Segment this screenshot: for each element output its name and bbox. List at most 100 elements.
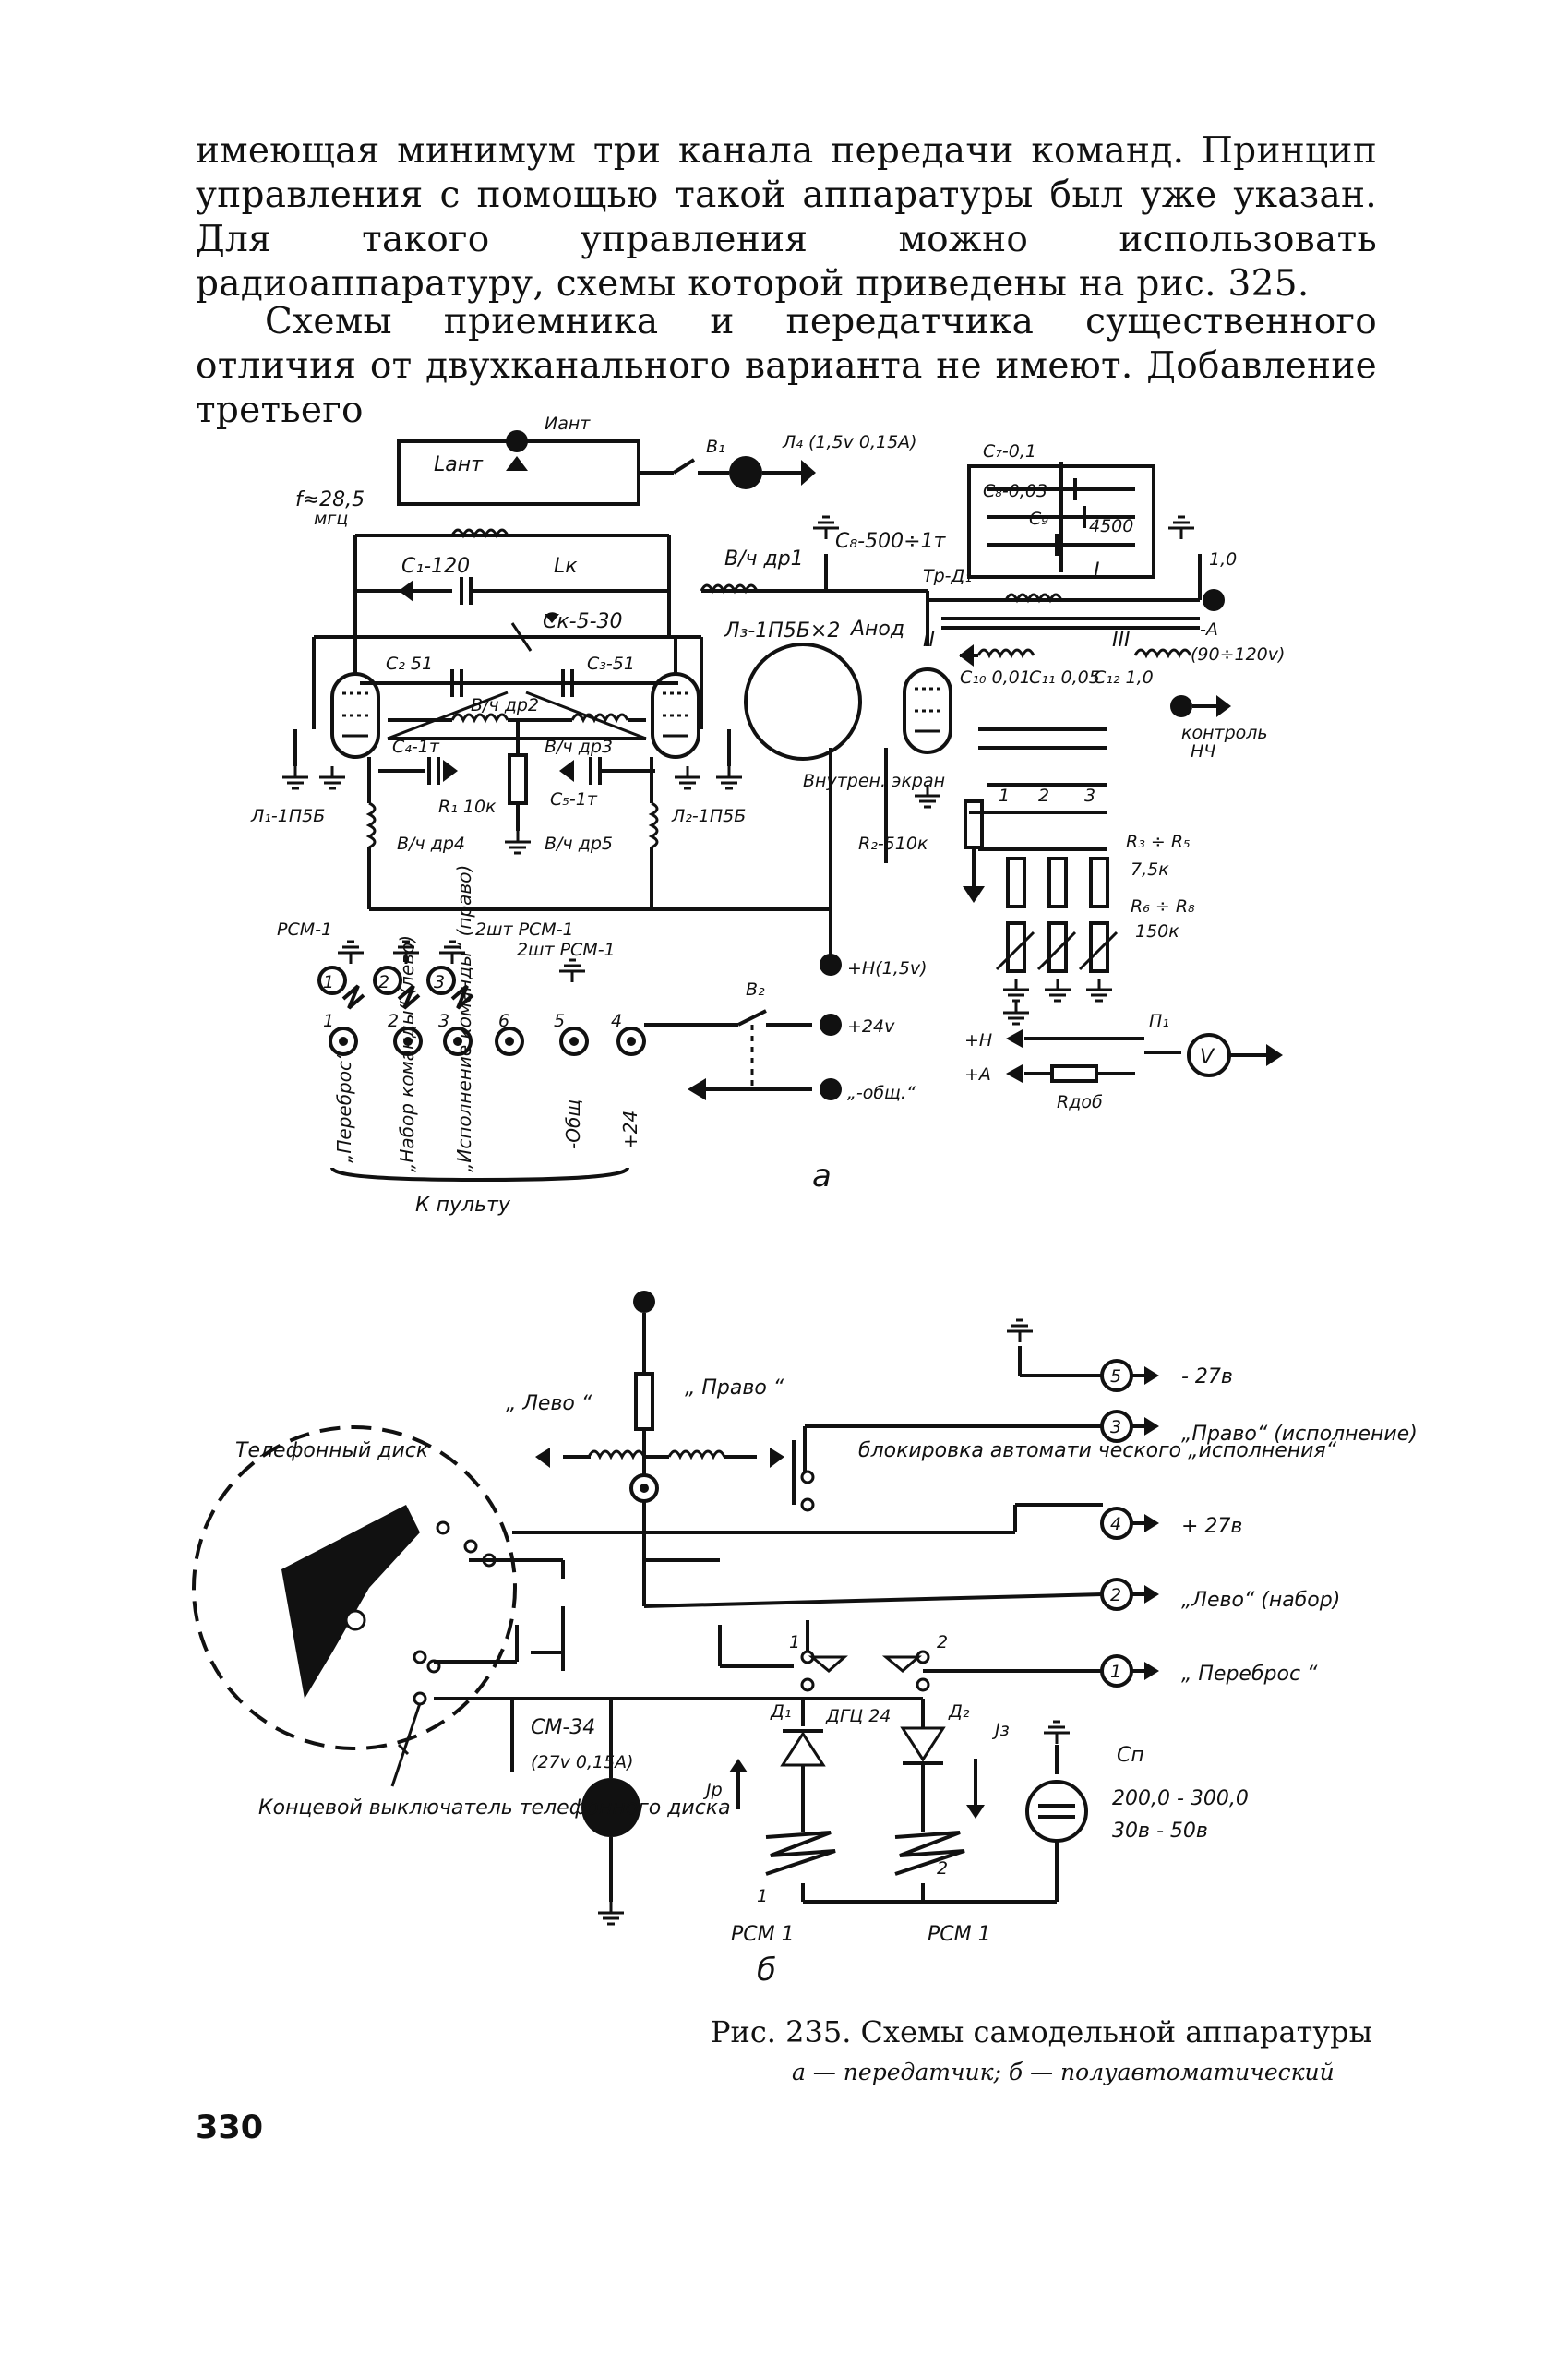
label-ispolnenie: „Исполнение команды“ (право) — [453, 865, 475, 1172]
label-tel-disk: Телефонный диск — [235, 1439, 429, 1462]
panel-label-a: а — [812, 1158, 832, 1195]
label-k-pultu: К пульту — [415, 1194, 511, 1217]
label-obsh: „-общ.“ — [847, 1083, 916, 1103]
semiauto-schematic — [192, 1291, 1159, 1926]
label-plus-n: +Н(1,5v) — [847, 958, 928, 979]
indicator-lamp-icon — [729, 456, 762, 489]
label-pin3-b: 3 — [1110, 1417, 1121, 1437]
label-tube2: Л₂-1П5Б — [671, 806, 746, 826]
label-freq: f≈28,5 — [295, 488, 365, 511]
tube-l2 — [651, 672, 700, 759]
lamp-sm34-icon — [581, 1778, 640, 1837]
label-c9v: 4500 — [1089, 516, 1133, 536]
label-24-rot: +24 — [619, 1111, 641, 1149]
label-2rsm-a: 2шт РСМ-1 — [475, 919, 574, 940]
label-perebros-b: „ Переброс “ — [1181, 1663, 1318, 1686]
body-paragraph-1: имеющая минимум три канала передачи кома… — [196, 130, 1377, 305]
label-c11: C₁₁ 0,05 — [1029, 667, 1100, 688]
label-pa: +А — [964, 1064, 991, 1085]
label-vch-dr5: В/ч др5 — [545, 834, 613, 854]
label-vnutr: Внутрен. экран — [803, 771, 945, 791]
label-c12: C₁₂ 1,0 — [1094, 667, 1154, 688]
label-vch-dr1: В/ч др1 — [724, 547, 804, 571]
label-tube1: Л₁-1П5Б — [250, 806, 325, 826]
label-kontrol: контроль — [1181, 723, 1268, 743]
label-dgc: ДГЦ 24 — [825, 1706, 891, 1726]
label-sm34: СМ-34 — [531, 1716, 595, 1739]
label-sw1: 1 — [999, 786, 1010, 806]
label-w2: II — [923, 629, 935, 652]
figure-caption: Рис. 235. Схемы самодельной аппаратуры — [711, 2014, 1373, 2049]
label-c3: C₃-51 — [587, 654, 635, 674]
tube-socket-l3 — [744, 643, 862, 761]
label-c7: C₇-0,1 — [983, 441, 1036, 462]
label-anod: Анод — [849, 618, 904, 641]
label-cpu: 30в - 50в — [1112, 1820, 1208, 1843]
label-r1: R₁ 10к — [438, 797, 497, 817]
label-r2: R₂-510к — [858, 834, 928, 854]
label-d1: Д₁ — [770, 1701, 791, 1722]
capacitor-cp — [1025, 1780, 1088, 1843]
label-w3: III — [1112, 629, 1130, 652]
label-tr: Тр-Д₁ — [923, 566, 972, 586]
switch-b1 — [672, 458, 696, 475]
label-nch: НЧ — [1191, 741, 1215, 762]
label-pin2: 2 — [388, 1011, 399, 1031]
telephone-dial — [192, 1425, 517, 1750]
label-rdob: Rдоб — [1057, 1092, 1103, 1112]
label-c10: C₁₀ 0,01 — [960, 667, 1031, 688]
label-c5: C₅-1т — [550, 789, 598, 810]
label-r68: R₆ ÷ R₈ — [1131, 896, 1195, 917]
label-plus24: +24v — [847, 1016, 895, 1037]
page-number: 330 — [196, 2109, 264, 2146]
tube-l1 — [330, 672, 380, 759]
label-sw1-b: 1 — [789, 1632, 800, 1652]
label-pn: +Н — [964, 1030, 992, 1051]
label-pin2-b: 2 — [1110, 1585, 1121, 1605]
label-pin4: 4 — [611, 1011, 622, 1031]
label-c2: C₂ 51 — [386, 654, 433, 674]
label-pravo: „ Право “ — [685, 1376, 784, 1400]
label-r35v: 7,5к — [1131, 859, 1169, 880]
label-w1: I — [1094, 559, 1100, 583]
label-cpv: 200,0 - 300,0 — [1112, 1787, 1249, 1810]
label-minus27: - 27в — [1181, 1365, 1233, 1388]
label-j3: Jз — [991, 1720, 1010, 1740]
label-konc: Концевой выключатель телефонного диска — [258, 1796, 731, 1820]
label-pin5: 5 — [554, 1011, 565, 1031]
label-rsm1: РСМ-1 — [277, 919, 332, 940]
transmitter-schematic — [281, 430, 1283, 1183]
label-c1: C₁-120 — [401, 555, 470, 578]
label-coil-1: 1 — [757, 1886, 768, 1906]
label-pin5-b: 5 — [1110, 1366, 1121, 1387]
transmitter-labels: Lант Иант f≈28,5 мгц B₁ Л₄ (1,5v 0,15A) … — [250, 414, 1285, 1217]
label-coil1: 1 — [323, 972, 334, 992]
label-c4: C₄-1т — [392, 737, 440, 757]
label-levo-nabor: „Лево“ (набор) — [1181, 1589, 1340, 1612]
semiauto-labels: „ Лево “ „ Право “ Телефонный диск блоки… — [235, 1365, 1418, 1989]
label-blok: блокировка автомати ческого „исполнения“ — [858, 1439, 1337, 1462]
label-pin3: 3 — [438, 1011, 449, 1031]
label-sw2-b: 2 — [937, 1632, 948, 1652]
label-nabor: „Набор команды“ (лево) — [396, 935, 418, 1172]
label-r35: R₃ ÷ R₅ — [1126, 832, 1191, 852]
label-sw2: 2 — [1038, 786, 1049, 806]
label-coil3: 3 — [434, 972, 445, 992]
label-b1: B₁ — [706, 437, 725, 457]
label-pin1: 1 — [323, 1011, 334, 1031]
label-jp: Jр — [702, 1780, 723, 1800]
label-vch-dr3: В/ч др3 — [545, 737, 613, 757]
label-d2: Д₂ — [948, 1701, 970, 1722]
label-lk: Lк — [554, 555, 578, 578]
label-p1: П₁ — [1149, 1011, 1169, 1031]
antenna-meter-icon — [506, 430, 528, 452]
label-plus27: + 27в — [1181, 1515, 1242, 1538]
label-r68v: 150к — [1135, 921, 1179, 942]
label-supply: (90÷120v) — [1191, 644, 1285, 665]
body-paragraph-2: Схемы приемника и передатчика существенн… — [196, 301, 1377, 431]
tube-l3 — [903, 667, 952, 754]
label-rsm1b: РСМ 1 — [928, 1923, 991, 1946]
label-perebros: „Переброс“ — [333, 1051, 355, 1163]
label-ck: Cк-5-30 — [543, 610, 623, 633]
